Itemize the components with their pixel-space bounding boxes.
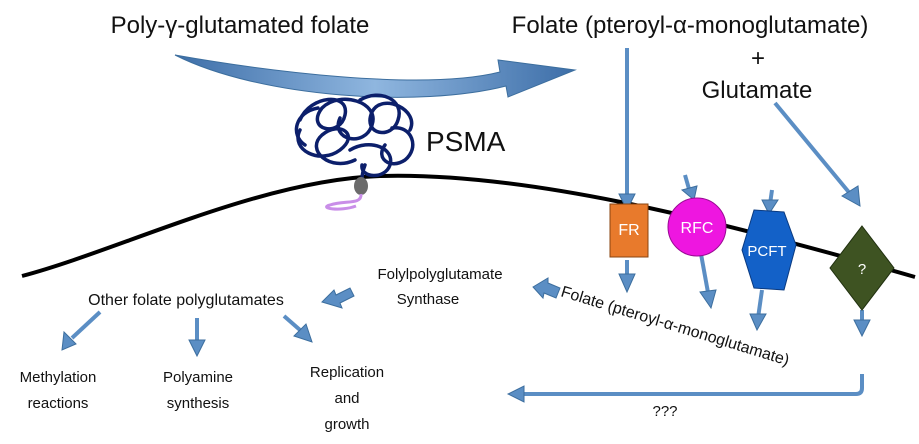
psma-enzyme bbox=[294, 93, 415, 186]
pcft-transporter bbox=[741, 209, 797, 291]
fr-label: FR bbox=[618, 222, 639, 239]
pcft-arrow bbox=[749, 189, 779, 332]
unknown-transporter bbox=[829, 225, 895, 311]
polyamine-label-line2: synthesis bbox=[167, 395, 230, 412]
psma-label: PSMA bbox=[426, 126, 506, 157]
fpgs-label-line2: Synthase bbox=[397, 291, 460, 308]
cell-membrane bbox=[21, 173, 916, 279]
methylation-label-line2: reactions bbox=[28, 395, 89, 412]
rfc-arrow bbox=[680, 174, 717, 310]
unknown-pathway-label: ??? bbox=[652, 403, 677, 420]
pcft-label: PCFT bbox=[747, 243, 786, 260]
glutamate-arrow bbox=[773, 101, 871, 338]
polyamine-label-line1: Polyamine bbox=[163, 369, 233, 386]
psma-anchor bbox=[354, 177, 368, 195]
fr-arrow bbox=[618, 48, 636, 294]
folate-to-fpgs-arrow bbox=[532, 277, 561, 300]
rfc-transporter bbox=[667, 197, 727, 257]
psma-tail bbox=[325, 193, 363, 211]
glutamate-label: Glutamate bbox=[702, 77, 813, 104]
rfc-label: RFC bbox=[681, 220, 714, 237]
unknown-transporter-label: ? bbox=[858, 261, 866, 278]
other-polyglutamates-label: Other folate polyglutamates bbox=[88, 292, 284, 309]
replication-label-line3: growth bbox=[324, 416, 369, 433]
poly-folate-label: Poly-γ-glutamated folate bbox=[111, 12, 370, 39]
outcome-arrows bbox=[61, 310, 313, 358]
replication-label-line1: Replication bbox=[310, 364, 384, 381]
folate-top-label: Folate (pteroyl-α-monoglutamate) bbox=[512, 12, 869, 39]
fpgs-to-polyglutamates-arrow bbox=[321, 287, 355, 309]
fpgs-label-line1: Folylpolyglutamate bbox=[377, 266, 502, 283]
methylation-label-line1: Methylation bbox=[20, 369, 97, 386]
replication-label-line2: and bbox=[334, 390, 359, 407]
psma-cleavage-arrow bbox=[174, 54, 577, 98]
unknown-pathway-arrow bbox=[506, 374, 864, 403]
plus-label: + bbox=[751, 45, 765, 72]
fr-transporter bbox=[609, 203, 649, 258]
